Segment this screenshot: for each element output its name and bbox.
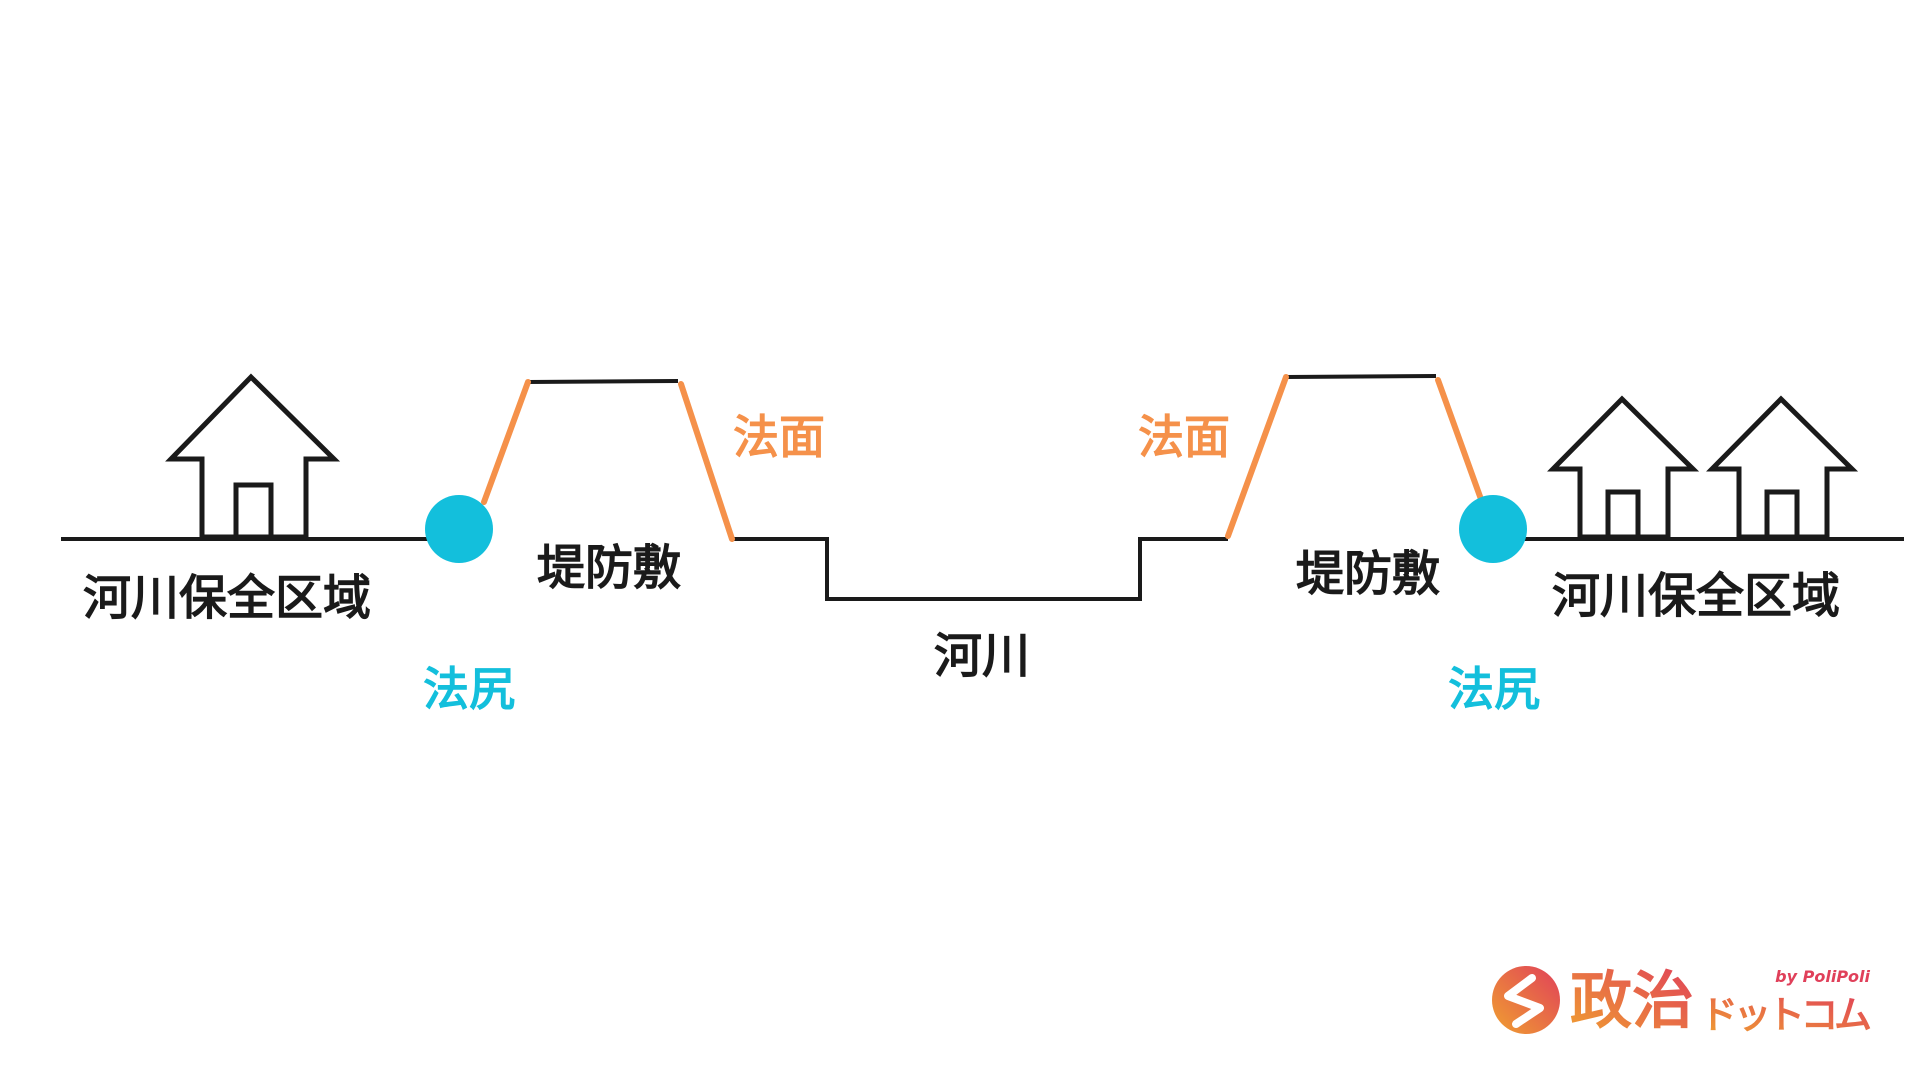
toe-marker-left <box>425 495 493 563</box>
logo-by-text: by PoliPoli <box>1775 967 1870 986</box>
left-slope-label: 法面 <box>733 410 825 464</box>
levee-top-left <box>527 379 679 384</box>
river-channel <box>732 537 1228 601</box>
slope-right-river <box>1225 374 1289 539</box>
left-river-conservation-zone-label: 河川保全区域 <box>83 570 371 626</box>
slope-right-inner <box>1435 377 1485 505</box>
logo-main-text: 政治 <box>1570 964 1694 1037</box>
levee-top-right <box>1285 374 1437 379</box>
house-icon <box>1706 395 1859 540</box>
right-toe-label: 法尻 <box>1448 662 1540 716</box>
right-slope-label: 法面 <box>1138 410 1230 464</box>
house-icon <box>165 373 341 540</box>
slope-left-inner <box>481 379 531 505</box>
left-toe-label: 法尻 <box>423 662 515 716</box>
left-levee-site-label: 堤防敷 <box>537 540 681 596</box>
slope-left-river <box>678 381 735 542</box>
right-river-conservation-zone-label: 河川保全区域 <box>1552 568 1840 624</box>
toe-marker-right <box>1459 495 1527 563</box>
house-icon <box>1547 395 1700 540</box>
logo: 政治 ドットコム by PoliPoli <box>1492 964 1872 1037</box>
river-label: 河川 <box>934 628 1030 684</box>
logo-sub-text: ドットコム <box>1700 993 1872 1037</box>
right-levee-site-label: 堤防敷 <box>1296 546 1440 602</box>
